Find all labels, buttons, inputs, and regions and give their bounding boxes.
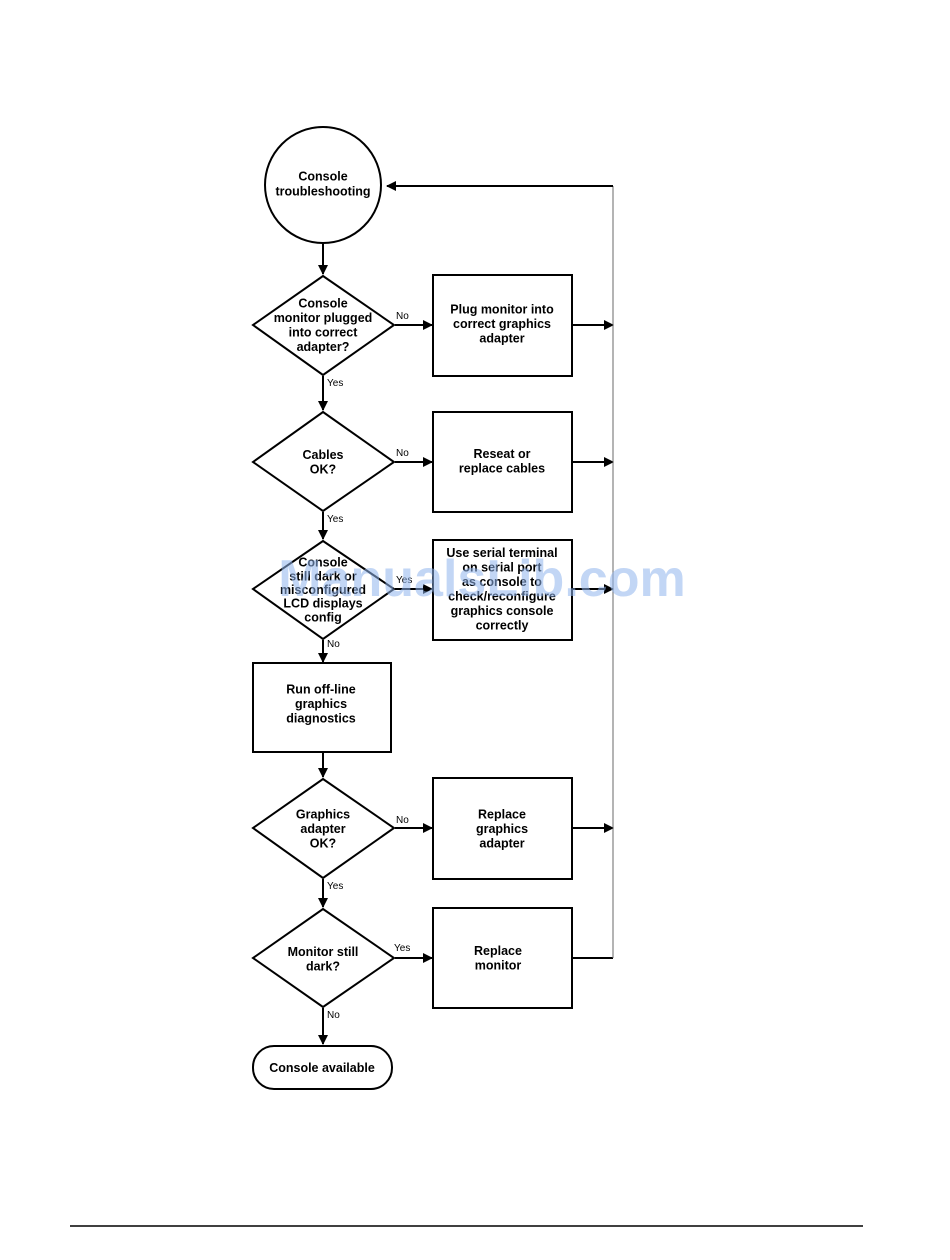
label-cables-no: No [396, 448, 409, 459]
label-dark-no: No [327, 1010, 340, 1021]
a_diag-line: diagnostics [286, 712, 356, 726]
q_plugged-line: Console [298, 296, 347, 310]
a_serial-line: graphics console [451, 604, 554, 618]
a_serial-line: correctly [476, 618, 529, 632]
action-reseat-cables [432, 411, 573, 513]
q_misconfig-line: misconfigured [280, 583, 366, 597]
end-line: Console available [269, 1061, 375, 1075]
a_cables-line: replace cables [459, 461, 545, 475]
label-misconfig-yes: Yes [396, 575, 412, 586]
decision-graphics-adapter-ok [251, 777, 396, 880]
q_adapter-line: adapter [300, 822, 345, 836]
node-shapes [251, 126, 573, 1090]
decision-console-misconfigured [251, 539, 396, 641]
a_plug-line: Plug monitor into [450, 303, 554, 317]
q_dark-line: dark? [306, 959, 340, 973]
a_plug-line: correct graphics [453, 317, 551, 331]
watermark: ManualsLib.com [278, 550, 685, 608]
label-adapter-no: No [396, 815, 409, 826]
q_dark-line: Monitor still [288, 945, 359, 959]
label-misconfig-no: No [327, 639, 340, 650]
q_cables-line: Cables [303, 448, 344, 462]
end-terminal [252, 1045, 393, 1090]
decision-monitor-still-dark [251, 907, 396, 1009]
a_diag-line: graphics [295, 697, 347, 711]
a_replace_adapter-line: graphics [476, 822, 528, 836]
a_serial-line: as console to [462, 575, 542, 589]
action-replace-monitor [432, 907, 573, 1009]
label-dark-yes: Yes [394, 943, 410, 954]
connectors [318, 181, 614, 1045]
a_serial-line: on serial port [462, 560, 542, 574]
a_diag-line: Run off-line [286, 683, 355, 697]
q_misconfig-line: config [304, 610, 342, 624]
action-use-serial-terminal [432, 539, 573, 641]
edge-labels: No Yes No Yes Yes No No Yes Yes No [327, 311, 412, 1021]
decision-cables-ok [251, 410, 396, 513]
a_replace_adapter-line: Replace [478, 808, 526, 822]
q_misconfig-line: still dark or [289, 569, 357, 583]
q_cables-line: OK? [310, 462, 336, 476]
q_adapter-line: OK? [310, 837, 336, 851]
action-replace-graphics-adapter [432, 777, 573, 880]
q_plugged-line: adapter? [297, 340, 350, 354]
a_cables-line: Reseat or [474, 447, 531, 461]
q_adapter-line: Graphics [296, 808, 350, 822]
decision-monitor-plugged [251, 274, 396, 377]
a_serial-line: check/reconfigure [448, 589, 556, 603]
start-terminal [264, 126, 382, 244]
action-plug-monitor [432, 274, 573, 377]
start-line: Console [298, 170, 347, 184]
a_replace_monitor-line: monitor [475, 958, 522, 972]
end-label: Console available [269, 1061, 375, 1075]
start-line: troubleshooting [275, 185, 370, 199]
q_plugged-line: into correct [289, 325, 359, 339]
action-run-diagnostics [252, 662, 392, 753]
label-cables-yes: Yes [327, 514, 343, 525]
label-adapter-yes: Yes [327, 881, 343, 892]
a_replace_adapter-line: adapter [479, 837, 524, 851]
a_serial-line: Use serial terminal [446, 546, 557, 560]
q_misconfig-line: Console [298, 556, 347, 570]
q_plugged-line: monitor plugged [274, 311, 373, 325]
q_misconfig-line: LCD displays [283, 597, 362, 611]
a_replace_monitor-line: Replace [474, 944, 522, 958]
label-plugged-yes: Yes [327, 378, 343, 389]
label-plugged-no: No [396, 311, 409, 322]
a_plug-line: adapter [479, 332, 524, 346]
